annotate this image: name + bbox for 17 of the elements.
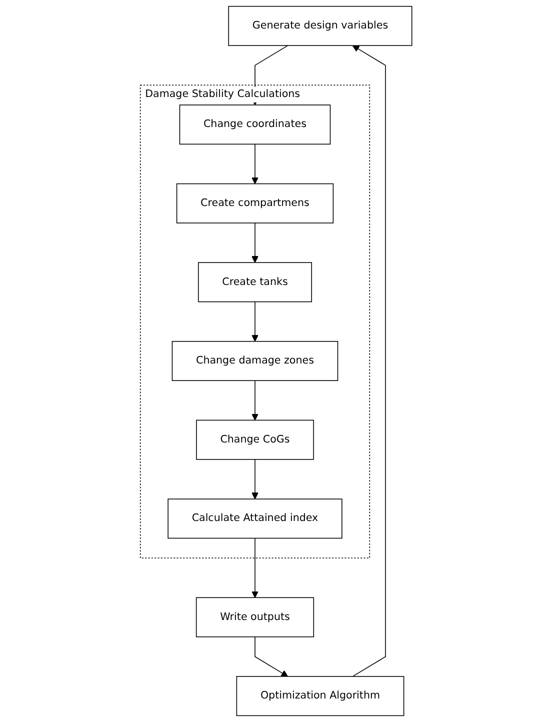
- node-box: Change damage zones: [172, 341, 339, 381]
- arrow: [252, 222, 259, 263]
- node-box: Change coordinates: [180, 104, 332, 145]
- node-box: Change CoGs: [196, 420, 314, 460]
- node-box: Generate design variables: [228, 6, 413, 46]
- node-box: Create compartmens: [176, 183, 334, 224]
- arrow: [252, 538, 259, 598]
- node-box: Create tanks: [198, 262, 312, 302]
- arrow: [252, 459, 259, 500]
- arrow: [252, 380, 259, 421]
- arrow: [252, 144, 259, 184]
- node-box: Calculate Attained index: [168, 498, 343, 539]
- arrow: [252, 301, 259, 342]
- arrow: [255, 636, 288, 677]
- node-box: Write outputs: [196, 597, 314, 638]
- node-box: Optimization Algorithm: [236, 676, 405, 716]
- arrow: [352, 45, 386, 677]
